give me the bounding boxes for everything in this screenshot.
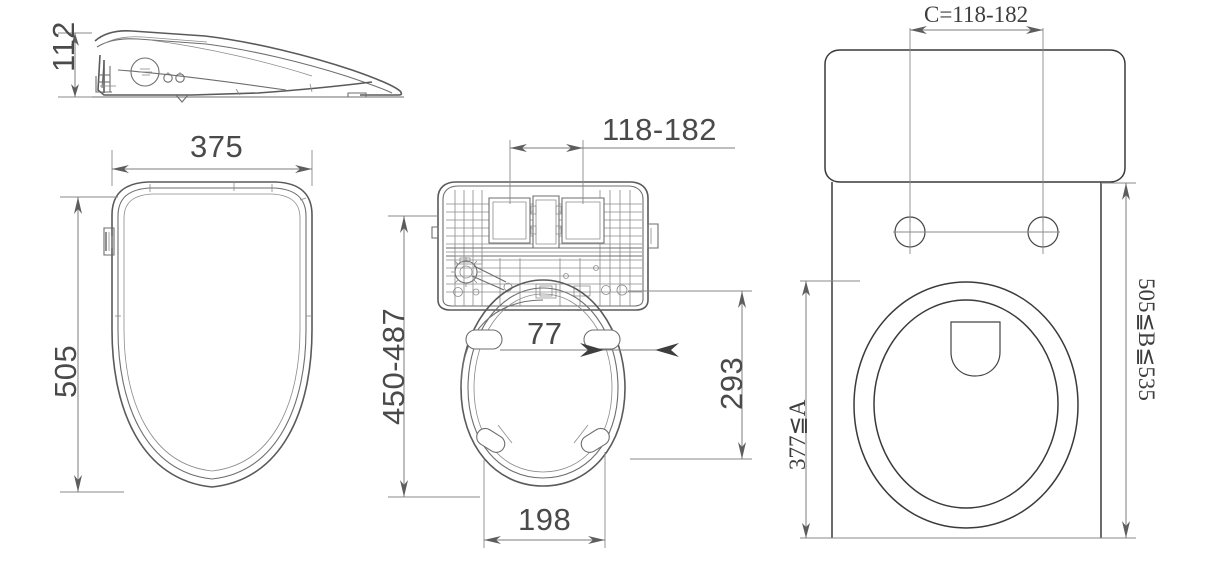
- side-elevation-geometry: [86, 30, 404, 103]
- dimension-293-geometry: [628, 290, 752, 460]
- dimension-label-C: C=118-182: [924, 2, 1029, 27]
- bottom-view-geometry: [431, 181, 659, 487]
- dimension-label-375: 375: [190, 129, 244, 164]
- dimension-label-505: 505: [48, 344, 83, 398]
- dimension-C-geometry: [909, 26, 1044, 222]
- dimension-label-112: 112: [46, 21, 81, 72]
- dimension-label-450-487: 450-487: [376, 307, 411, 425]
- dimension-label-B: 505≦B≦535: [1134, 278, 1159, 401]
- dimension-label-118-182: 118-182: [602, 112, 717, 147]
- dimension-505-geometry: [60, 196, 124, 493]
- dimension-label-A: 377≦A: [785, 399, 810, 470]
- dimension-label-198: 198: [518, 502, 572, 537]
- dimension-A-geometry: [800, 280, 1101, 539]
- dimension-label-77: 77: [527, 316, 563, 351]
- top-lid-geometry: [103, 181, 313, 488]
- dimension-B-geometry: [1101, 182, 1136, 539]
- dimension-450-487-geometry: [388, 215, 480, 498]
- dimension-77-geometry: [500, 343, 679, 357]
- dimension-112-geometry: [58, 32, 92, 98]
- dimension-198-geometry: [483, 452, 606, 548]
- toilet-plan-geometry: [824, 49, 1126, 538]
- dimension-label-293: 293: [714, 356, 749, 410]
- dimension-118-182-geometry: [509, 140, 735, 204]
- dimension-375-geometry: [111, 150, 313, 186]
